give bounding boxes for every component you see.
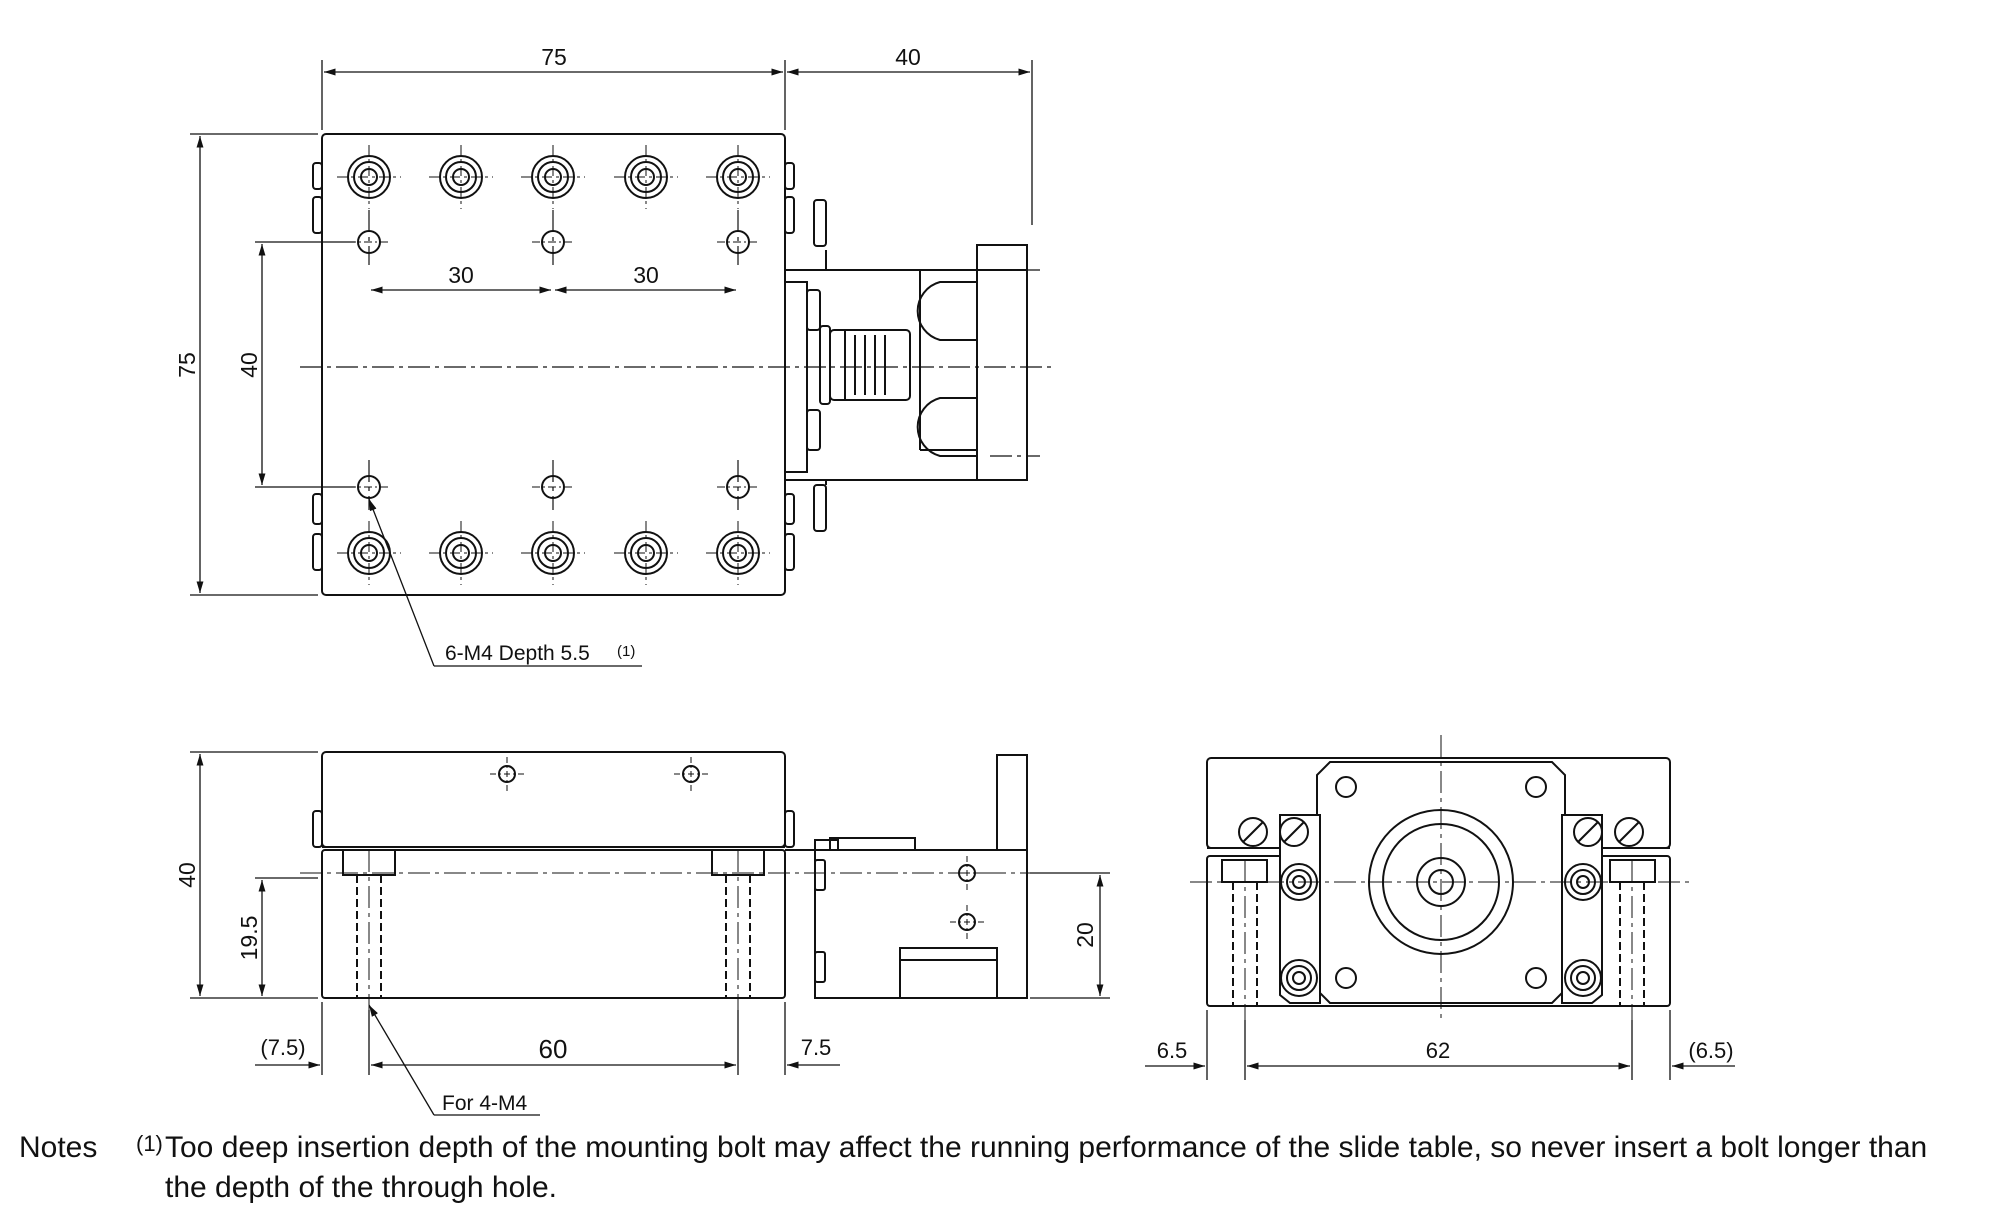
top-view-center-lines (300, 210, 1055, 510)
front-view (312, 751, 1028, 999)
notes-text: Too deep insertion depth of the mounting… (165, 1131, 1928, 1204)
mount-callout: For 4-M4 (442, 1092, 528, 1115)
tapped-holes-callout: 6-M4 Depth 5.5 (445, 642, 590, 665)
side-dim-pitch-label: 62 (1426, 1038, 1450, 1063)
side-dim-left-label: 6.5 (1157, 1038, 1188, 1063)
top-dim-hole-pitch-x1-label: 30 (448, 262, 474, 288)
side-view-dimensions (1145, 1010, 1735, 1080)
side-dim-right-label: (6.5) (1688, 1038, 1733, 1063)
top-dim-height-label: 75 (174, 352, 200, 378)
tapped-holes-callout-ref: (1) (617, 643, 635, 660)
front-dim-right-offset-label: 7.5 (801, 1035, 832, 1060)
front-dim-left-offset-label: (7.5) (260, 1035, 305, 1060)
top-dim-motor-length-label: 40 (895, 44, 921, 70)
notes-label: Notes (19, 1131, 98, 1164)
top-view (312, 133, 1028, 596)
front-dim-motor-axis-label: 20 (1072, 922, 1098, 948)
top-dim-hole-pitch-x2-label: 30 (633, 262, 659, 288)
front-view-dimensions (190, 751, 1110, 1116)
top-view-dimensions (190, 60, 1033, 667)
front-dim-hole-height-label: 19.5 (236, 916, 262, 961)
top-dim-width-label: 75 (541, 44, 567, 70)
notes-marker: (1) (136, 1131, 163, 1156)
top-dim-hole-pitch-y-label: 40 (236, 352, 262, 378)
front-dim-hole-pitch-label: 60 (539, 1034, 568, 1064)
front-dim-height-label: 40 (174, 862, 200, 888)
